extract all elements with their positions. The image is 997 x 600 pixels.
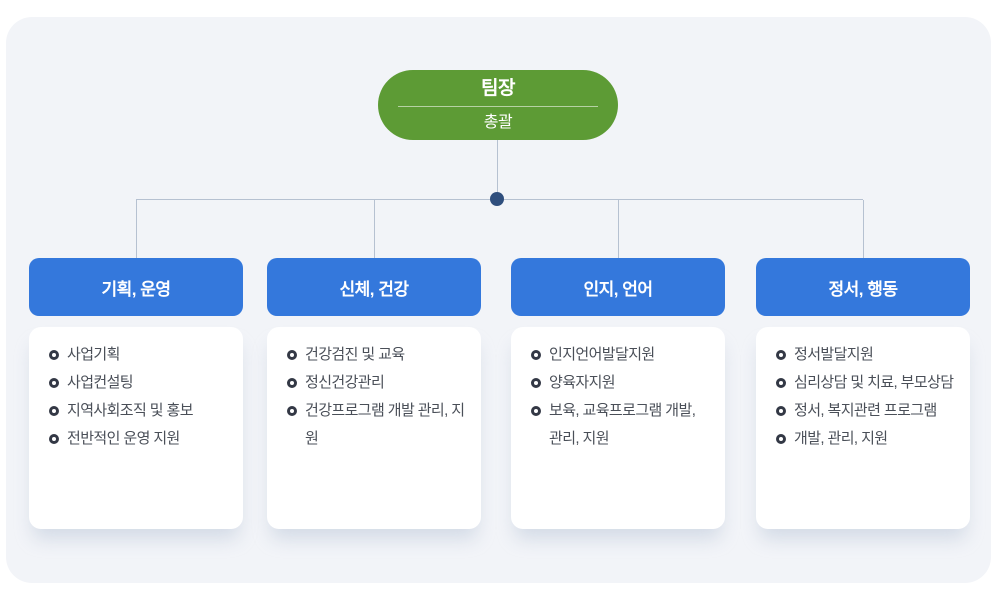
connector-drop-4 <box>863 200 864 258</box>
list-item: 정신건강관리 <box>287 369 467 397</box>
branch-item-list: 인지언어발달지원 양육자지원 보육, 교육프로그램 개발, 관리, 지원 <box>531 341 711 453</box>
donut-bullet-icon <box>287 406 297 416</box>
root-node-subtitle: 총괄 <box>483 114 513 131</box>
junction-dot-icon <box>490 192 504 206</box>
list-item-text: 양육자지원 <box>549 374 616 391</box>
branch-item-list: 정서발달지원 심리상담 및 치료, 부모상담 정서, 복지관련 프로그램 개발,… <box>776 341 956 453</box>
donut-bullet-icon <box>776 378 786 388</box>
branch-emotion-behavior: 정서, 행동 정서발달지원 심리상담 및 치료, 부모상담 정서, 복지관련 프… <box>756 258 970 529</box>
list-item-text: 정서, 복지관련 프로그램 <box>794 402 937 419</box>
branch-header: 인지, 언어 <box>511 258 725 316</box>
list-item-text: 전반적인 운영 지원 <box>67 430 180 447</box>
list-item: 건강검진 및 교육 <box>287 341 467 369</box>
donut-bullet-icon <box>531 350 541 360</box>
list-item-text: 건강검진 및 교육 <box>305 346 405 363</box>
root-node-team-leader: 팀장 총괄 <box>378 70 618 140</box>
root-node-divider <box>398 106 598 107</box>
branch-planning-operations: 기획, 운영 사업기획 사업컨설팅 지역사회조직 및 홍보 전반적인 운영 지원 <box>29 258 243 529</box>
branch-card: 정서발달지원 심리상담 및 치료, 부모상담 정서, 복지관련 프로그램 개발,… <box>756 327 970 529</box>
donut-bullet-icon <box>49 350 59 360</box>
branch-header: 신체, 건강 <box>267 258 481 316</box>
list-item-text: 정서발달지원 <box>794 346 874 363</box>
branch-item-list: 건강검진 및 교육 정신건강관리 건강프로그램 개발 관리, 지원 <box>287 341 467 453</box>
donut-bullet-icon <box>49 378 59 388</box>
branch-card: 사업기획 사업컨설팅 지역사회조직 및 홍보 전반적인 운영 지원 <box>29 327 243 529</box>
list-item-text: 건강프로그램 개발 관리, 지원 <box>305 402 465 447</box>
branch-card: 건강검진 및 교육 정신건강관리 건강프로그램 개발 관리, 지원 <box>267 327 481 529</box>
list-item: 인지언어발달지원 <box>531 341 711 369</box>
list-item: 사업기획 <box>49 341 229 369</box>
list-item: 심리상담 및 치료, 부모상담 <box>776 369 956 397</box>
list-item-text: 지역사회조직 및 홍보 <box>67 402 194 419</box>
branch-header: 기획, 운영 <box>29 258 243 316</box>
donut-bullet-icon <box>776 434 786 444</box>
list-item: 지역사회조직 및 홍보 <box>49 397 229 425</box>
list-item-text: 인지언어발달지원 <box>549 346 655 363</box>
list-item-text: 사업컨설팅 <box>67 374 134 391</box>
list-item-text: 보육, 교육프로그램 개발, 관리, 지원 <box>549 402 696 447</box>
donut-bullet-icon <box>531 378 541 388</box>
donut-bullet-icon <box>49 406 59 416</box>
list-item: 보육, 교육프로그램 개발, 관리, 지원 <box>531 397 711 453</box>
list-item-text: 정신건강관리 <box>305 374 385 391</box>
list-item: 정서발달지원 <box>776 341 956 369</box>
branch-item-list: 사업기획 사업컨설팅 지역사회조직 및 홍보 전반적인 운영 지원 <box>49 341 229 453</box>
branch-header: 정서, 행동 <box>756 258 970 316</box>
connector-root-vertical <box>497 140 498 199</box>
donut-bullet-icon <box>776 406 786 416</box>
list-item: 양육자지원 <box>531 369 711 397</box>
donut-bullet-icon <box>287 378 297 388</box>
branch-body-health: 신체, 건강 건강검진 및 교육 정신건강관리 건강프로그램 개발 관리, 지원 <box>267 258 481 529</box>
donut-bullet-icon <box>531 406 541 416</box>
donut-bullet-icon <box>776 350 786 360</box>
connector-drop-1 <box>136 200 137 258</box>
list-item: 사업컨설팅 <box>49 369 229 397</box>
list-item: 건강프로그램 개발 관리, 지원 <box>287 397 467 453</box>
list-item: 정서, 복지관련 프로그램 <box>776 397 956 425</box>
list-item: 개발, 관리, 지원 <box>776 425 956 453</box>
connector-drop-3 <box>618 200 619 258</box>
list-item: 전반적인 운영 지원 <box>49 425 229 453</box>
list-item-text: 심리상담 및 치료, 부모상담 <box>794 374 954 391</box>
root-node-title: 팀장 <box>481 78 515 99</box>
connector-drop-2 <box>374 200 375 258</box>
list-item-text: 사업기획 <box>67 346 120 363</box>
donut-bullet-icon <box>49 434 59 444</box>
list-item-text: 개발, 관리, 지원 <box>794 430 888 447</box>
donut-bullet-icon <box>287 350 297 360</box>
branch-card: 인지언어발달지원 양육자지원 보육, 교육프로그램 개발, 관리, 지원 <box>511 327 725 529</box>
branch-cognition-language: 인지, 언어 인지언어발달지원 양육자지원 보육, 교육프로그램 개발, 관리,… <box>511 258 725 529</box>
